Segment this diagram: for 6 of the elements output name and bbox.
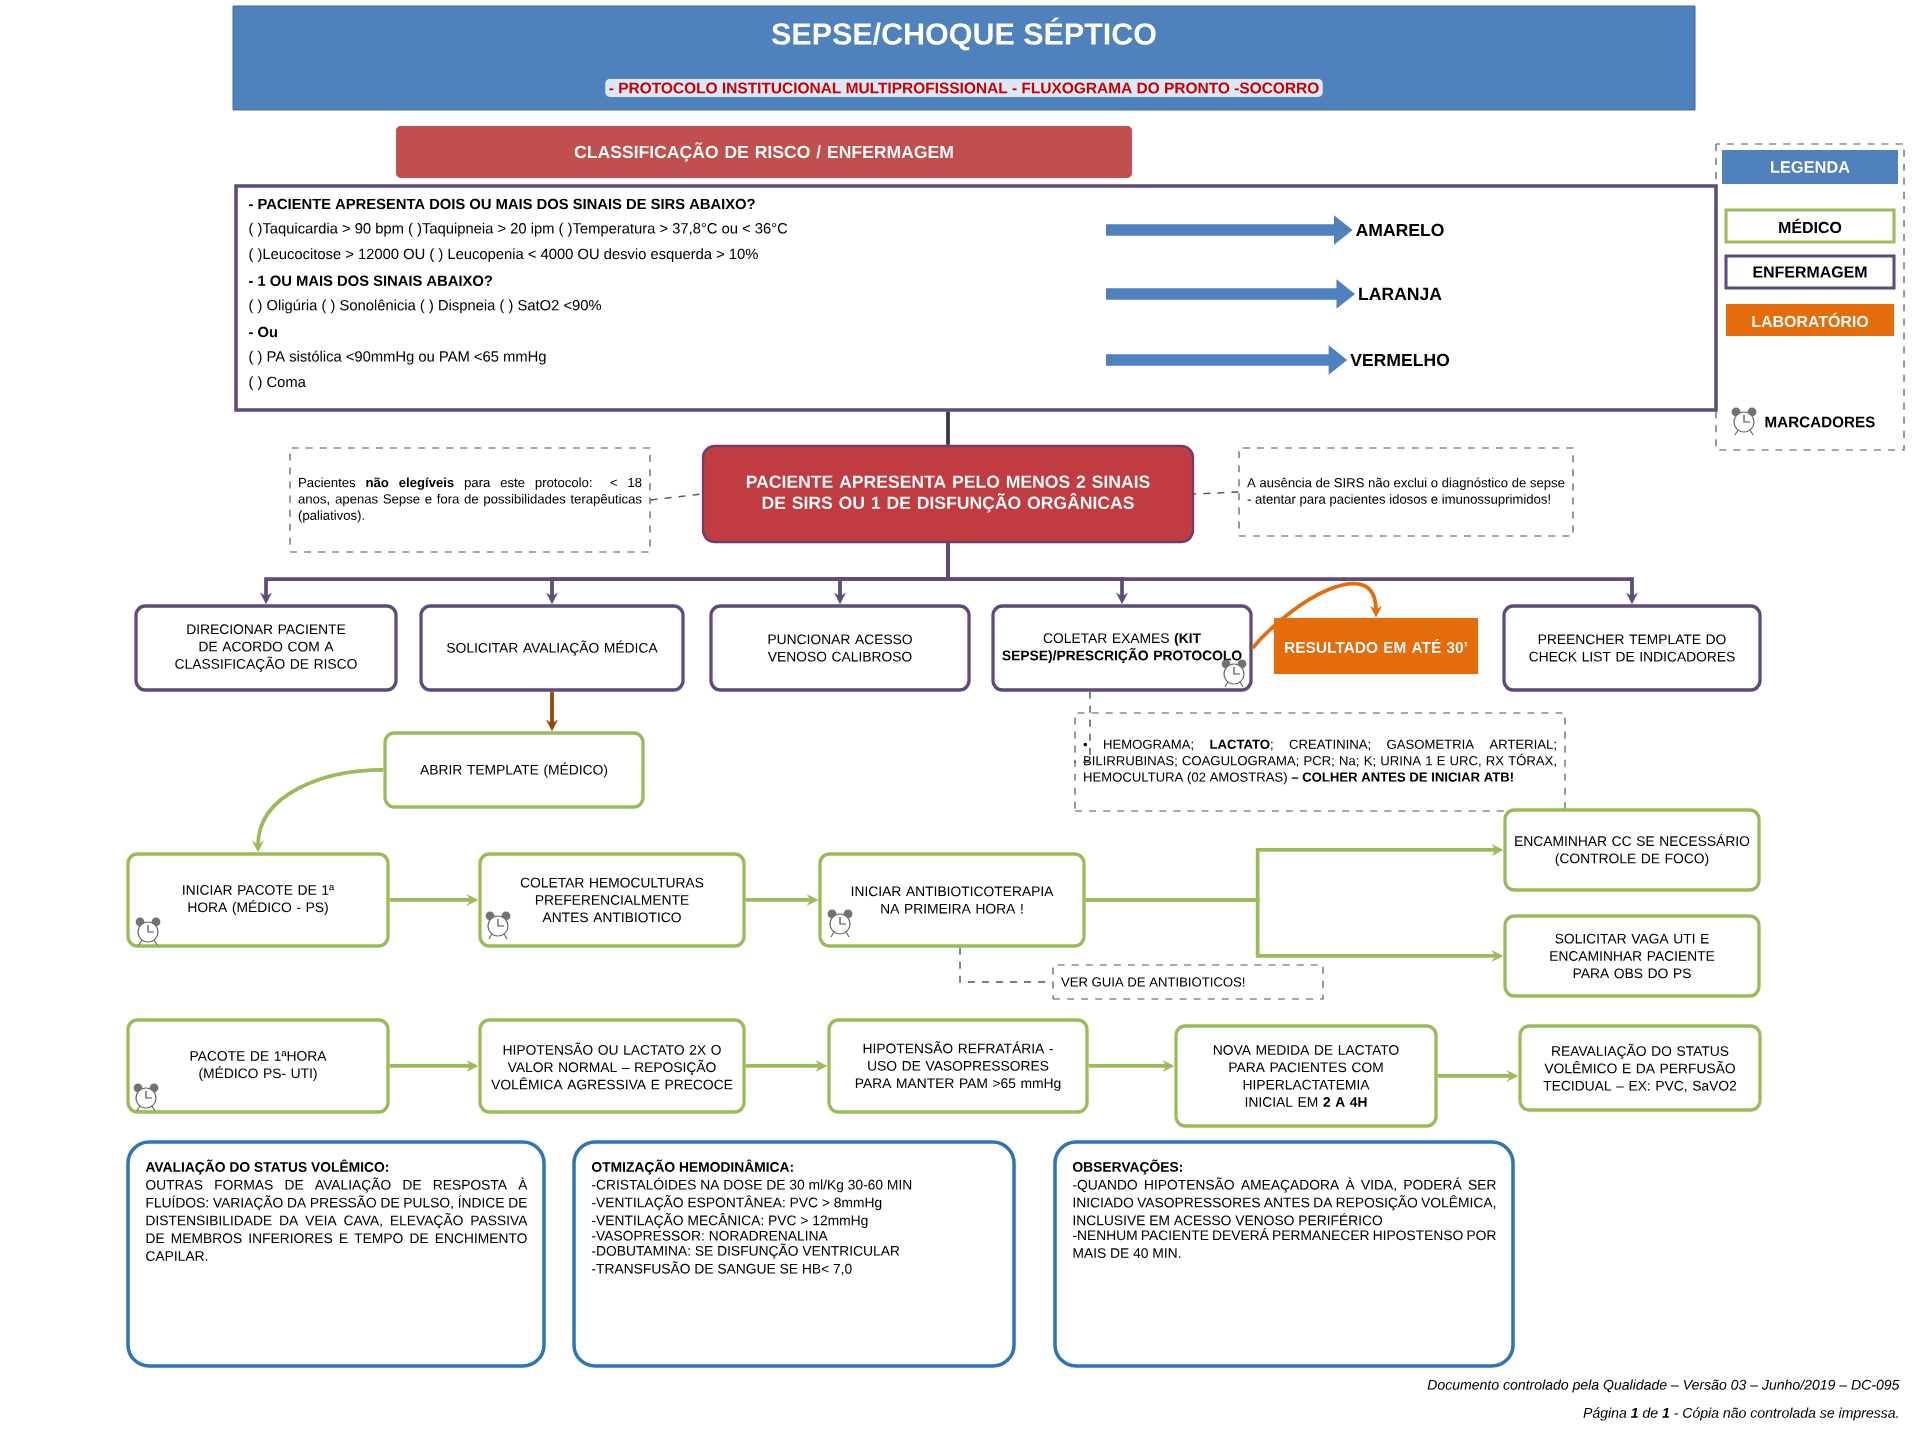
condition-box: PACIENTE APRESENTA PELO MENOS 2 SINAIS DE SIRS OU 1 DE DISFUNÇÃO ORGÂNICAS [701, 444, 1195, 544]
risk-label: VERMELHO [1350, 353, 1450, 367]
section-header: CLASSIFICAÇÃO DE RISCO / ENFERMAGEM [396, 126, 1132, 178]
risk-label: LARANJA [1359, 287, 1442, 301]
legend-title: LEGENDA [1722, 150, 1898, 184]
risk-label: AMARELO [1356, 223, 1444, 237]
